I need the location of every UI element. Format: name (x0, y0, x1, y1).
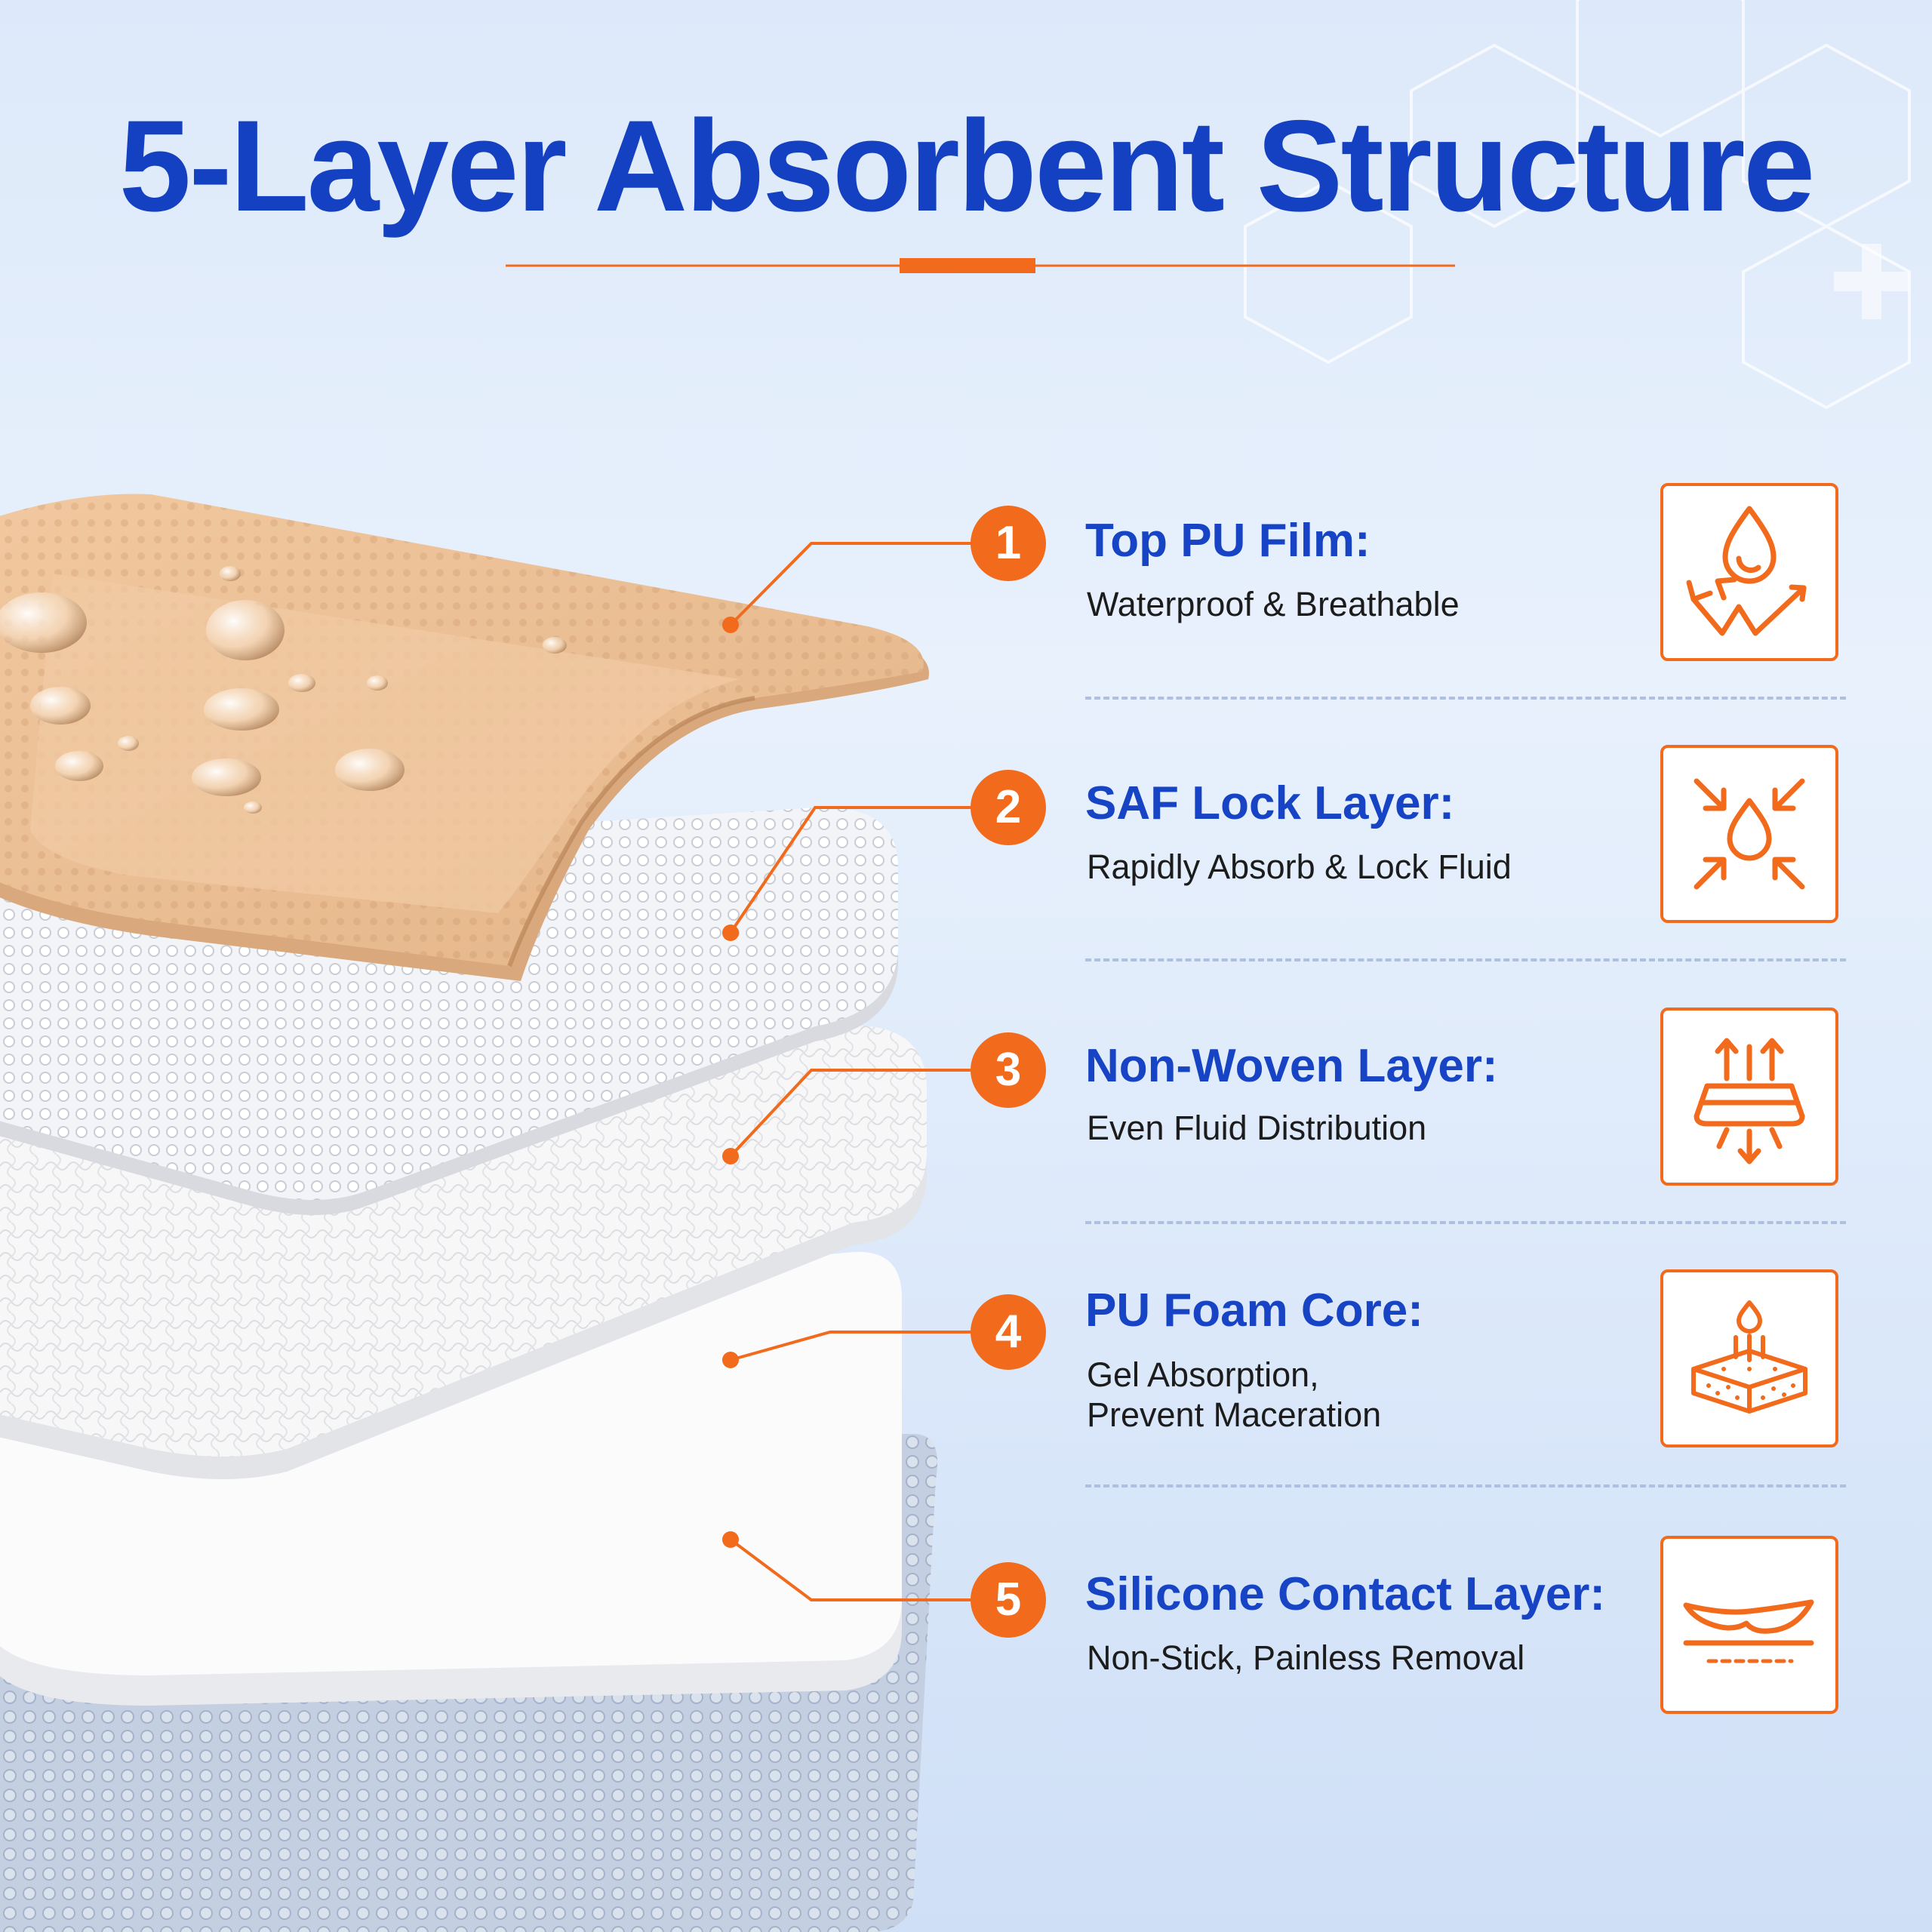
waterproof-breathable-icon (1660, 483, 1838, 661)
layer-5-badge: 5 (971, 1562, 1046, 1638)
layer-5-title: Silicone Contact Layer: (1085, 1568, 1606, 1620)
fluid-distribution-icon (1660, 1008, 1838, 1186)
leader-lines (729, 542, 974, 1601)
divider-3 (1085, 1221, 1846, 1224)
layer-4-title: PU Foam Core: (1085, 1284, 1423, 1337)
leader-dots (722, 617, 739, 1548)
layer-2-description: Rapidly Absorb & Lock Fluid (1087, 848, 1512, 886)
layer-4-badge: 4 (971, 1294, 1046, 1370)
layer-4-description-line-2: Prevent Maceration (1087, 1395, 1382, 1434)
layer-5-description: Non-Stick, Painless Removal (1087, 1638, 1525, 1677)
layer-1-title: Top PU Film: (1085, 515, 1371, 567)
layer-3-badge: 3 (971, 1032, 1046, 1108)
divider-1 (1085, 697, 1846, 700)
water-droplets (0, 566, 567, 814)
layer-1-badge: 1 (971, 506, 1046, 581)
title-underline-accent (900, 258, 1035, 273)
page-title: 5-Layer Absorbent Structure (118, 94, 1816, 238)
absorb-lock-icon (1660, 745, 1838, 923)
layer-1-description: Waterproof & Breathable (1087, 585, 1460, 623)
layer-3-description: Even Fluid Distribution (1087, 1109, 1427, 1147)
layer-1-film (0, 494, 929, 981)
plus-decoration (1834, 244, 1909, 319)
foam-absorption-icon (1660, 1269, 1838, 1447)
layer-4-description-line-1: Gel Absorption, (1087, 1355, 1319, 1394)
divider-4 (1085, 1484, 1846, 1487)
divider-2 (1085, 958, 1846, 961)
layer-2-title: SAF Lock Layer: (1085, 777, 1455, 829)
layer-3-title: Non-Woven Layer: (1085, 1040, 1498, 1092)
silicone-contact-icon (1660, 1536, 1838, 1714)
layer-2-badge: 2 (971, 770, 1046, 845)
